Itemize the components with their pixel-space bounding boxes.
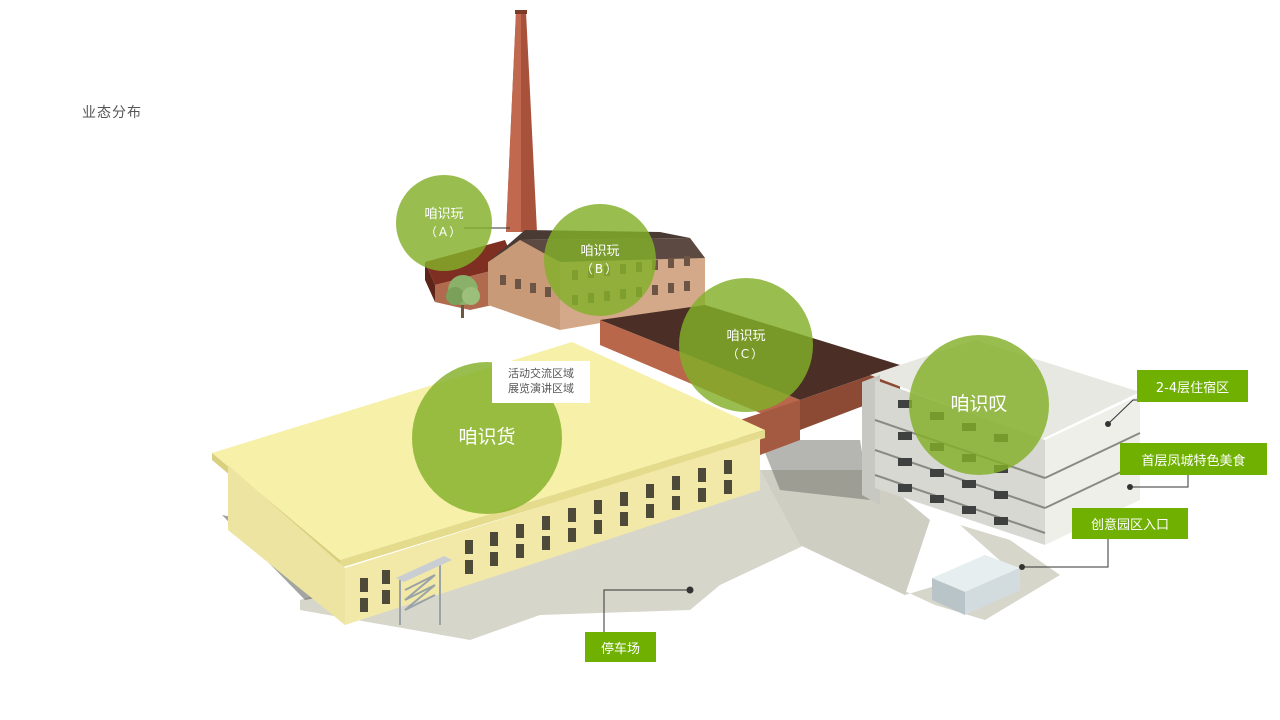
label-entrance[interactable]: 创意园区入口 — [1072, 508, 1188, 539]
zone-bubble-name: 咱识玩 — [580, 244, 620, 260]
chimney — [506, 10, 537, 232]
page-title: 业态分布 — [82, 105, 142, 121]
zone-bubble-sub: （C） — [726, 346, 766, 361]
zone-bubble-sub: （B） — [580, 261, 620, 276]
zone-note-line-1: 活动交流区域 — [508, 367, 574, 381]
callout-dots — [686, 421, 1133, 594]
zone-bubble-play-c[interactable]: 咱识玩 （C） — [679, 278, 813, 412]
zone-bubble-name: 咱识玩 — [726, 329, 766, 345]
zone-note: 活动交流区域 展览演讲区域 — [492, 361, 590, 403]
zone-bubble-sub: （A） — [424, 224, 464, 239]
zone-bubble-name: 咱识玩 — [424, 207, 464, 223]
zone-bubble-name: 咱识货 — [458, 426, 516, 449]
label-parking[interactable]: 停车场 — [585, 632, 656, 662]
zone-note-line-2: 展览演讲区域 — [508, 382, 574, 395]
site-ground — [300, 470, 1060, 640]
tree — [446, 275, 480, 318]
zone-bubble-play-a[interactable]: 咱识玩 （A） — [396, 175, 492, 271]
zone-bubble-name: 咱识叹 — [950, 393, 1008, 416]
label-dormitory[interactable]: 2-4层住宿区 — [1137, 370, 1248, 402]
zone-bubble-play-b[interactable]: 咱识玩 （B） — [544, 204, 656, 316]
zone-bubble-chat[interactable]: 咱识叹 — [909, 335, 1049, 475]
label-food-court[interactable]: 首层凤城特色美食 — [1120, 443, 1267, 475]
entrance-kiosk — [932, 555, 1020, 615]
